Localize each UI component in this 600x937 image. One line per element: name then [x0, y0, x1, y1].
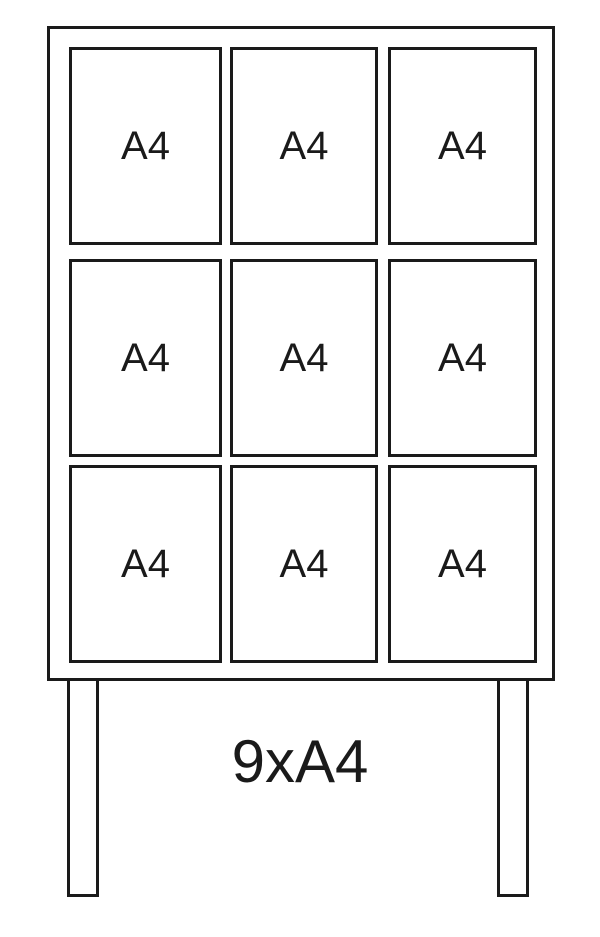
slot-label: A4	[279, 336, 329, 380]
a4-slot-5: A4	[230, 259, 378, 457]
a4-slot-1: A4	[69, 47, 222, 245]
left-leg	[67, 681, 99, 897]
a4-slot-6: A4	[388, 259, 537, 457]
slot-label: A4	[438, 542, 487, 586]
slot-label: A4	[279, 124, 329, 168]
a4-slot-7: A4	[69, 465, 222, 663]
board-caption: 9xA4	[231, 728, 369, 795]
slot-label: A4	[438, 336, 487, 380]
right-leg	[497, 681, 529, 897]
a4-slot-2: A4	[230, 47, 378, 245]
slot-label: A4	[121, 124, 170, 168]
slot-label: A4	[438, 124, 487, 168]
a4-slot-8: A4	[230, 465, 378, 663]
slot-label: A4	[279, 542, 329, 586]
slot-label: A4	[121, 542, 170, 586]
display-board: A4 A4 A4 A4 A4 A4 A4 A4 A4	[47, 26, 555, 681]
slot-label: A4	[121, 336, 170, 380]
a4-slot-9: A4	[388, 465, 537, 663]
a4-slot-3: A4	[388, 47, 537, 245]
a4-slot-4: A4	[69, 259, 222, 457]
